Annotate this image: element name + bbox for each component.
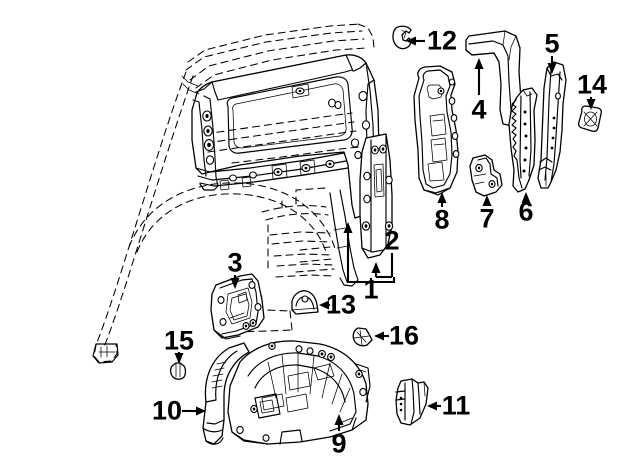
part-15-clip-nut <box>169 362 187 380</box>
callout-label-4: 4 <box>471 94 487 125</box>
callout-label-14: 14 <box>576 69 608 100</box>
callout-label-9: 9 <box>331 428 347 459</box>
part-12-retainer-clip <box>392 25 412 50</box>
part-11-jack-bracket <box>395 378 429 426</box>
part-8-rear-pillar-inner-reinforcement <box>413 65 460 196</box>
part-13-body-mount-stopper <box>291 290 319 315</box>
part-3-wheelhouse-reinforcement-bracket <box>210 273 265 340</box>
part-7-seat-belt-anchor-bracket <box>469 154 503 197</box>
callout-label-2: 2 <box>384 225 400 256</box>
part-1-lower-extension <box>295 189 359 287</box>
callout-label-11: 11 <box>441 390 471 421</box>
part-16-push-rivet-clip <box>352 327 373 347</box>
callout-label-8: 8 <box>434 204 450 235</box>
part-5-center-pillar-reinforcement <box>537 61 567 189</box>
callout-label-5: 5 <box>544 28 560 59</box>
callout-label-12: 12 <box>426 25 458 56</box>
callout-label-3: 3 <box>227 247 243 278</box>
callout-label-16: 16 <box>388 320 420 351</box>
callout-label-13: 13 <box>325 289 357 320</box>
part-14-hole-plug-grommet <box>577 105 603 133</box>
part-1-quarter-panel-inner <box>181 54 380 219</box>
callout-label-10: 10 <box>151 395 183 426</box>
part-10-wheelhouse-inner-liner <box>202 342 250 445</box>
callout-label-7: 7 <box>479 203 495 234</box>
part-6-body-pillar-brace <box>508 87 538 193</box>
leader-lines <box>174 36 596 431</box>
part-9-wheelhouse-outer-liner <box>227 340 371 445</box>
callout-label-15: 15 <box>163 325 195 356</box>
callout-label-6: 6 <box>518 196 534 227</box>
callout-label-1: 1 <box>363 274 379 305</box>
part-2-lower-reinforcement <box>359 133 394 259</box>
